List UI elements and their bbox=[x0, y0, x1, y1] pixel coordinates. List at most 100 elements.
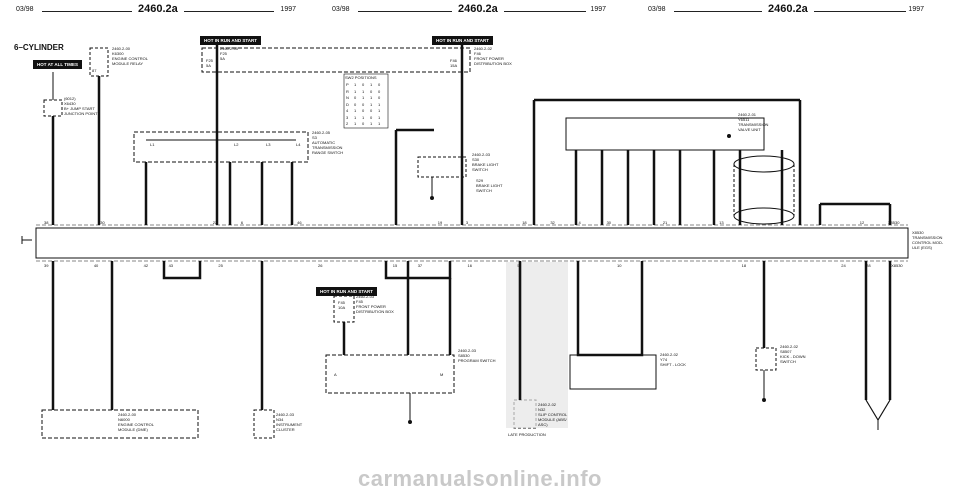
tcm-pin-label: 26 bbox=[318, 263, 323, 268]
tcm-pin-label: 24 bbox=[841, 263, 846, 268]
range-label-l1: L1 bbox=[150, 142, 155, 147]
tcm-pin-label: 21 bbox=[662, 220, 668, 225]
range-table-cell: P bbox=[346, 82, 349, 87]
range-table-cell: 0 bbox=[378, 95, 381, 100]
header-rule bbox=[504, 11, 586, 12]
range-table-cell: R bbox=[346, 88, 349, 94]
header-year: 1997 bbox=[280, 6, 296, 13]
header-rule bbox=[814, 11, 906, 12]
shift-lock-label: 2460.2-02 Y74 SHIFT - LOCK bbox=[660, 352, 686, 367]
range-table-cell: 1 bbox=[370, 121, 373, 126]
range-table-cell: 0 bbox=[354, 101, 357, 107]
range-label-l4: L4 bbox=[296, 142, 301, 147]
tcm-pin-label: 46 bbox=[297, 220, 302, 225]
hot-in-run-start-badge: HOT IN RUN AND START bbox=[316, 287, 377, 296]
range-table-cell: 1 bbox=[362, 95, 365, 100]
range-table-cell: 0 bbox=[370, 108, 373, 113]
range-table-cell: 1 bbox=[370, 95, 373, 100]
hot-in-run-start-badge: HOT IN RUN AND START bbox=[432, 36, 493, 45]
header-rule bbox=[42, 11, 132, 12]
range-table-cell: 1 bbox=[378, 108, 381, 113]
range-table-cell: 0 bbox=[362, 108, 365, 113]
brake-switch-label: 2460.2-03 S30 BRAKE LIGHT SWITCH bbox=[472, 152, 499, 172]
tcm-pin-label: 22 bbox=[212, 220, 218, 225]
range-table-cell: 1 bbox=[354, 121, 357, 126]
header-code: 2460.2a bbox=[454, 3, 502, 15]
diagram-title: 6–CYLINDER bbox=[14, 43, 64, 52]
tcm-pin-label: 32 bbox=[550, 220, 555, 225]
program-label-m: M bbox=[440, 372, 444, 377]
header-code: 2460.2a bbox=[134, 3, 182, 15]
fuse-f46-label: 2460.2-02 F46 FRONT POWER DISTRIBUTION B… bbox=[474, 46, 512, 66]
tcm-pin-label: 40 bbox=[93, 263, 99, 268]
range-table-cell: 3 bbox=[346, 114, 349, 120]
tcm-pin-label: 38 bbox=[44, 220, 49, 225]
range-table-cell: 0 bbox=[362, 121, 365, 126]
program-switch-label: 2460.2-03 S8530 PROGRAM SWITCH bbox=[458, 348, 496, 363]
tcm-pin-label: 13 bbox=[719, 220, 724, 225]
ecm-relay-label: 2460.2-00 K6300 ENGINE CONTROL MODULE RE… bbox=[112, 46, 149, 66]
program-label-a: A bbox=[334, 372, 337, 377]
tcm-pin-label: 28 bbox=[866, 263, 871, 268]
range-switch-label: 2460.2-05 S3 AUTOMATIC TRANSMISSION RANG… bbox=[312, 130, 344, 155]
watermark: carmanualsonline.info bbox=[358, 466, 602, 491]
tcm-pin-label: 39 bbox=[44, 263, 49, 268]
tcm-pin-label: 10 bbox=[617, 263, 622, 268]
kickdown-label: 2460.2-02 S8507 KICK - DOWN SWITCH bbox=[780, 344, 806, 364]
header-panel-2: 03/98 2460.2a 1997 bbox=[332, 3, 606, 17]
tcm-pin-label: 30 bbox=[100, 220, 105, 225]
header-rule bbox=[674, 11, 762, 12]
header-panel-1: 03/98 2460.2a 1997 bbox=[16, 3, 296, 17]
range-table-header: SW2 POSITIONS bbox=[345, 75, 377, 80]
range-table-cell: 0 bbox=[378, 88, 381, 94]
range-table-cell: 1 bbox=[370, 82, 373, 87]
tcm-pin-label: 6 bbox=[240, 220, 244, 225]
range-table-cell: D bbox=[346, 101, 349, 107]
brake-switch-2-label: S29 BRAKE LIGHT SWITCH bbox=[476, 178, 503, 193]
range-table-cell: 2 bbox=[346, 121, 349, 126]
tcm-pin-label: 18 bbox=[522, 220, 527, 225]
tcm-pin-label: 3 bbox=[465, 220, 469, 225]
range-table-cell: 0 bbox=[378, 82, 381, 87]
range-table-cell: 1 bbox=[354, 114, 357, 120]
tcm-pin-label: X8530 bbox=[891, 263, 903, 268]
relay-pin-label: 87 bbox=[92, 68, 97, 73]
range-label-l3: L3 bbox=[266, 142, 271, 147]
header-year: 1997 bbox=[590, 6, 606, 13]
fuse-f46-box-label: F46 15A bbox=[450, 58, 458, 68]
tcm-pin-label: 16 bbox=[467, 263, 472, 268]
range-table-cell: 1 bbox=[378, 114, 381, 120]
range-table-cell: 1 bbox=[370, 101, 373, 107]
fuse-f45-box-label: F45 10A bbox=[338, 300, 346, 310]
jump-start-label: (6012) X6430 B+ JUMP START JUNCTION POIN… bbox=[64, 96, 98, 116]
fuse-f45-label: 2460.2-03 F45 FRONT POWER DISTRIBUTION B… bbox=[356, 294, 394, 314]
tcm-pin-label: 25 bbox=[218, 263, 223, 268]
header-date: 03/98 bbox=[648, 6, 666, 13]
range-label-l2: L2 bbox=[234, 142, 239, 147]
tcm-pin-label: 5 bbox=[517, 263, 520, 268]
header-year: 1997 bbox=[908, 6, 924, 13]
range-table-cell: 1 bbox=[362, 114, 365, 120]
tcm-pin-label: 12 bbox=[859, 220, 865, 225]
header-date: 03/98 bbox=[332, 6, 350, 13]
fuse-f25-box-label: F25 5A bbox=[206, 58, 213, 68]
range-table-cell: 1 bbox=[362, 88, 365, 94]
cluster-label: 2460.2-03 N34 INSTRUMENT CLUSTER bbox=[276, 412, 303, 432]
tcm-pin-label: X8530 bbox=[887, 220, 900, 225]
range-table-cell: 0 bbox=[370, 114, 373, 120]
tcm-pin-label: 4 bbox=[578, 220, 581, 225]
valve-unit-label: 2460.2-01 Y6511 TRANSMISSION VALVE UNIT bbox=[738, 112, 769, 132]
tcm-pin-label: 15 bbox=[392, 263, 398, 268]
hot-in-run-start-badge: HOT IN RUN AND START bbox=[200, 36, 261, 45]
range-table-cell: 0 bbox=[354, 95, 357, 100]
fuse-f25-label: 2460.2-05 F25 5A bbox=[220, 46, 239, 61]
tcm-pin-label: 18 bbox=[741, 263, 747, 268]
asc-label: 2460.2-02 N32 SLIP CONTROL MODULE (ABS/ … bbox=[538, 402, 568, 427]
range-table-cell: 1 bbox=[378, 121, 381, 126]
header-panel-3: 03/98 2460.2a 1997 bbox=[648, 3, 924, 17]
header-rule bbox=[184, 11, 274, 12]
range-table-cell: 4 bbox=[346, 108, 349, 113]
